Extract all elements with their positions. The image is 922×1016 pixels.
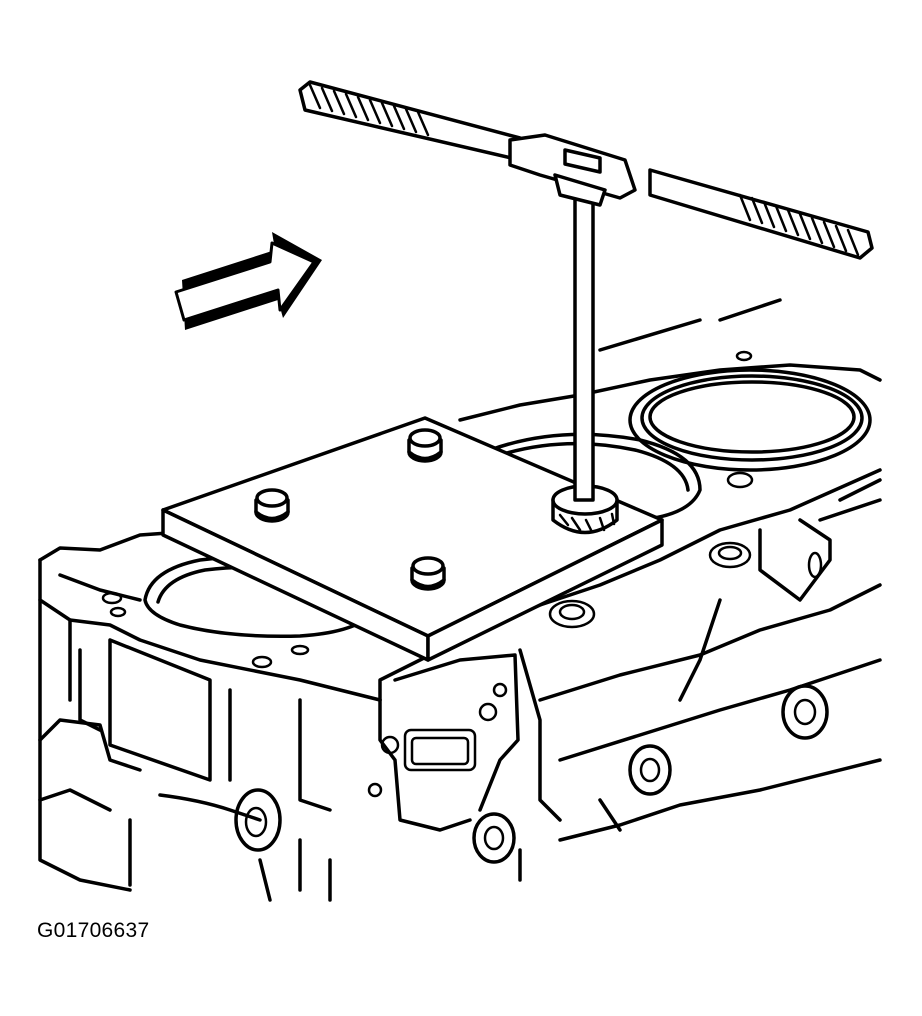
thread-repair-fixture	[161, 416, 664, 662]
arrow-icon	[174, 232, 322, 330]
figure-id-label: G01706637	[37, 919, 150, 942]
fixture-bolt	[410, 556, 446, 591]
fixture-bolt	[407, 428, 443, 463]
fixture-bolt	[254, 488, 290, 523]
t-handle-tap-wrench	[298, 80, 874, 535]
